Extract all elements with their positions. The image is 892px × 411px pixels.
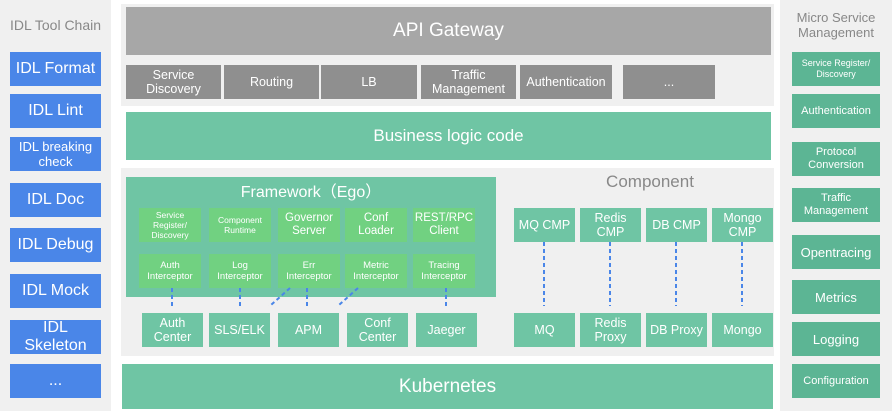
micro-service-item: Opentracing	[792, 235, 880, 269]
infra-service: Conf Center	[347, 313, 408, 347]
infra-service: APM	[278, 313, 339, 347]
framework-module: Service Register/ Discovery	[139, 208, 201, 242]
framework-interceptor: Auth Interceptor	[139, 254, 201, 288]
api-gateway-title: API Gateway	[126, 7, 771, 55]
gateway-item: Service Discovery	[126, 65, 221, 99]
idl-tool-item: IDL Skeleton	[10, 319, 101, 354]
framework-title: Framework（Ego）	[240, 184, 382, 201]
idl-toolchain-title: IDL Tool Chain	[9, 17, 102, 33]
infra-service: Jaeger	[416, 313, 477, 347]
framework-interceptor: Log Interceptor	[209, 254, 271, 288]
component-cmp: Mongo CMP	[712, 208, 773, 242]
micro-service-item: Service Register/ Discovery	[792, 52, 880, 86]
gateway-item: Routing	[224, 65, 319, 99]
framework-module: Component Runtime	[209, 208, 271, 242]
infra-service: SLS/ELK	[209, 313, 270, 347]
infra-proxy: DB Proxy	[646, 313, 707, 347]
idl-tool-item: IDL Lint	[10, 94, 101, 128]
micro-service-item: Metrics	[792, 280, 880, 314]
micro-service-item: Protocol Conversion	[792, 142, 880, 176]
component-cmp: MQ CMP	[514, 208, 575, 242]
idl-tool-item: ...	[10, 364, 101, 398]
idl-tool-item: IDL breaking check	[10, 137, 101, 171]
infra-proxy: Redis Proxy	[580, 313, 641, 347]
gateway-item: Authentication	[520, 65, 612, 99]
business-logic-bar: Business logic code	[126, 112, 771, 160]
gateway-item: ...	[623, 65, 715, 99]
micro-service-item: Configuration	[792, 364, 880, 398]
idl-tool-item: IDL Debug	[10, 228, 101, 262]
framework-module: Governor Server	[278, 208, 340, 242]
idl-tool-item: IDL Doc	[10, 183, 101, 217]
framework-module: Conf Loader	[345, 208, 407, 242]
micro-service-item: Authentication	[792, 94, 880, 128]
framework-module: REST/RPC Client	[413, 208, 475, 242]
micro-service-item: Traffic Management	[792, 188, 880, 222]
component-title: Component	[606, 172, 694, 191]
micro-service-title: Micro Service Management	[796, 10, 876, 40]
infra-proxy: Mongo	[712, 313, 773, 347]
framework-interceptor: Err Interceptor	[278, 254, 340, 288]
framework-interceptor: Tracing Interceptor	[413, 254, 475, 288]
idl-tool-item: IDL Format	[10, 52, 101, 86]
component-cmp: Redis CMP	[580, 208, 641, 242]
idl-tool-item: IDL Mock	[10, 274, 101, 308]
kubernetes-bar: Kubernetes	[122, 364, 773, 409]
component-cmp: DB CMP	[646, 208, 707, 242]
gateway-item: Traffic Management	[421, 65, 516, 99]
micro-service-item: Logging	[792, 322, 880, 356]
gateway-item: LB	[321, 65, 417, 99]
framework-interceptor: Metric Interceptor	[345, 254, 407, 288]
infra-service: Auth Center	[142, 313, 203, 347]
infra-proxy: MQ	[514, 313, 575, 347]
